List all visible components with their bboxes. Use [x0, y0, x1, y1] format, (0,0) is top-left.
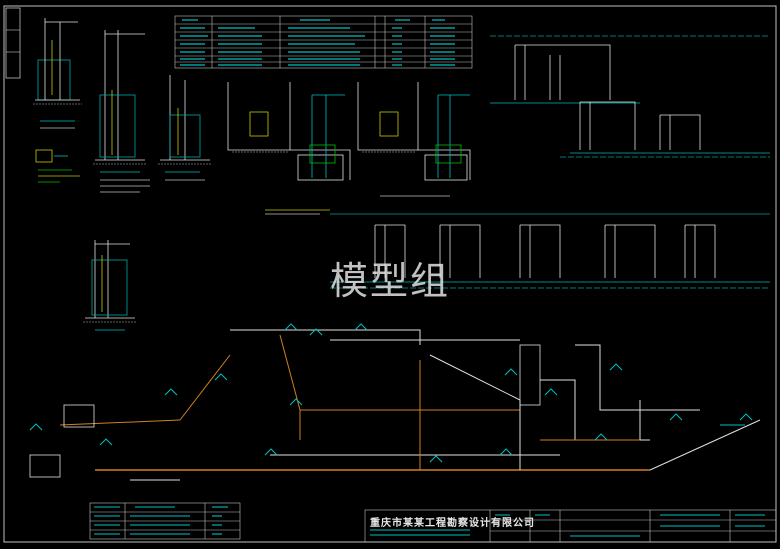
legend-table-text: [94, 506, 228, 535]
detail-left-1: [33, 18, 82, 183]
equipment-table: [174, 15, 473, 69]
section-detail-2: [357, 82, 471, 197]
isometric-fixtures: [29, 323, 753, 463]
title-block: [364, 509, 777, 543]
equipment-table-text: [180, 19, 455, 66]
binding-strip: [5, 7, 21, 79]
riser-diagram-middle: [330, 213, 770, 289]
section-detail-1: [227, 82, 351, 215]
title-block-text: [370, 514, 765, 537]
watermark: 模型组: [330, 259, 451, 303]
detail-left-2: [93, 30, 150, 193]
company-name: 重庆市某某工程勘察设计有限公司: [370, 518, 535, 529]
detail-left-4: [83, 240, 137, 331]
isometric-piping: [59, 329, 761, 481]
riser-diagram-top: [490, 35, 770, 158]
equipment-boxes: [29, 344, 541, 478]
legend-table: [89, 502, 241, 540]
detail-left-3: [158, 75, 212, 181]
